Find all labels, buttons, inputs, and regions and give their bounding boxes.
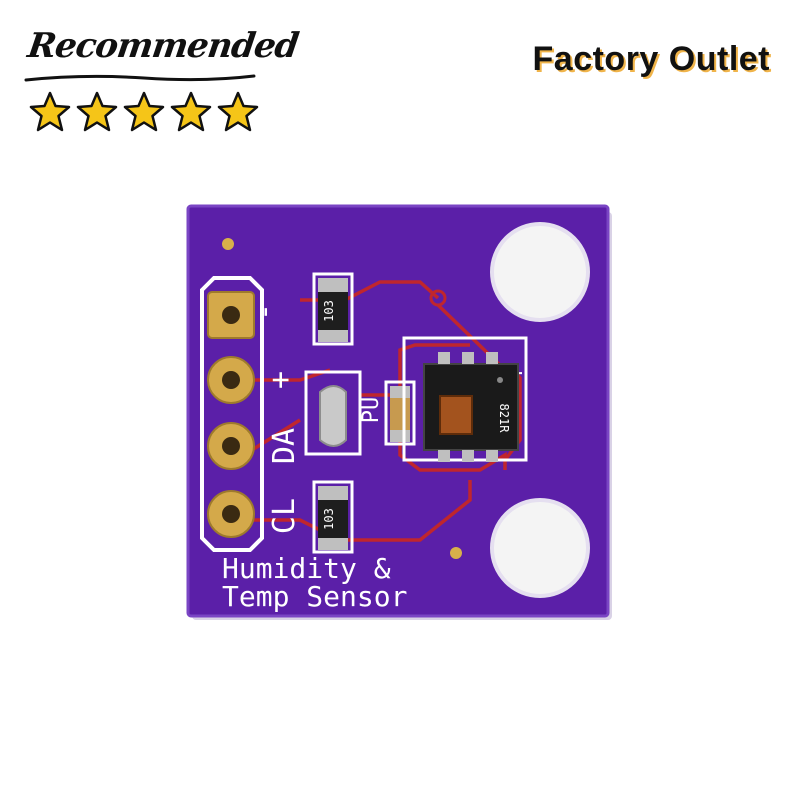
pin-label-vcc: + (263, 371, 298, 389)
pin-hole (222, 505, 240, 523)
via (222, 238, 234, 250)
star-icon (217, 91, 259, 132)
board-label-line1: Humidity & (222, 552, 391, 585)
resistor-code: 103 (322, 508, 336, 530)
resistor-code: 103 (322, 300, 336, 322)
recommended-badge: Recommended (10, 12, 301, 132)
jumper-outline (304, 370, 362, 456)
sensor-chip: 821R (402, 336, 528, 462)
header-pins (207, 291, 255, 538)
capacitor (384, 380, 416, 446)
pin-hole (222, 437, 240, 455)
resistor-top: 103 (312, 272, 354, 346)
chip-marking: 821R (497, 404, 511, 434)
recommended-underline (24, 74, 256, 82)
rating-stars (28, 90, 260, 136)
star-icon (123, 91, 165, 132)
pin-label-data: DA (267, 428, 302, 464)
star-icon (29, 91, 71, 132)
sensor-window (439, 395, 473, 435)
pin-label-clock: CL (267, 498, 302, 534)
pin-label-gnd: - (247, 303, 282, 321)
board-label-line2: Temp Sensor (222, 580, 407, 613)
header-outline (200, 276, 264, 552)
pcb-edge (186, 204, 610, 618)
pin-hole (222, 306, 240, 324)
solder-jumper (319, 385, 347, 447)
via (450, 547, 462, 559)
mounting-hole (490, 222, 590, 322)
star-icon (76, 91, 118, 132)
pullup-label: PU (359, 397, 384, 424)
resistor-bottom: 103 (312, 480, 354, 554)
star-icon (170, 91, 212, 132)
shop-name: Factory Outlet (532, 40, 770, 78)
mounting-hole (490, 498, 590, 598)
pin-hole (222, 371, 240, 389)
